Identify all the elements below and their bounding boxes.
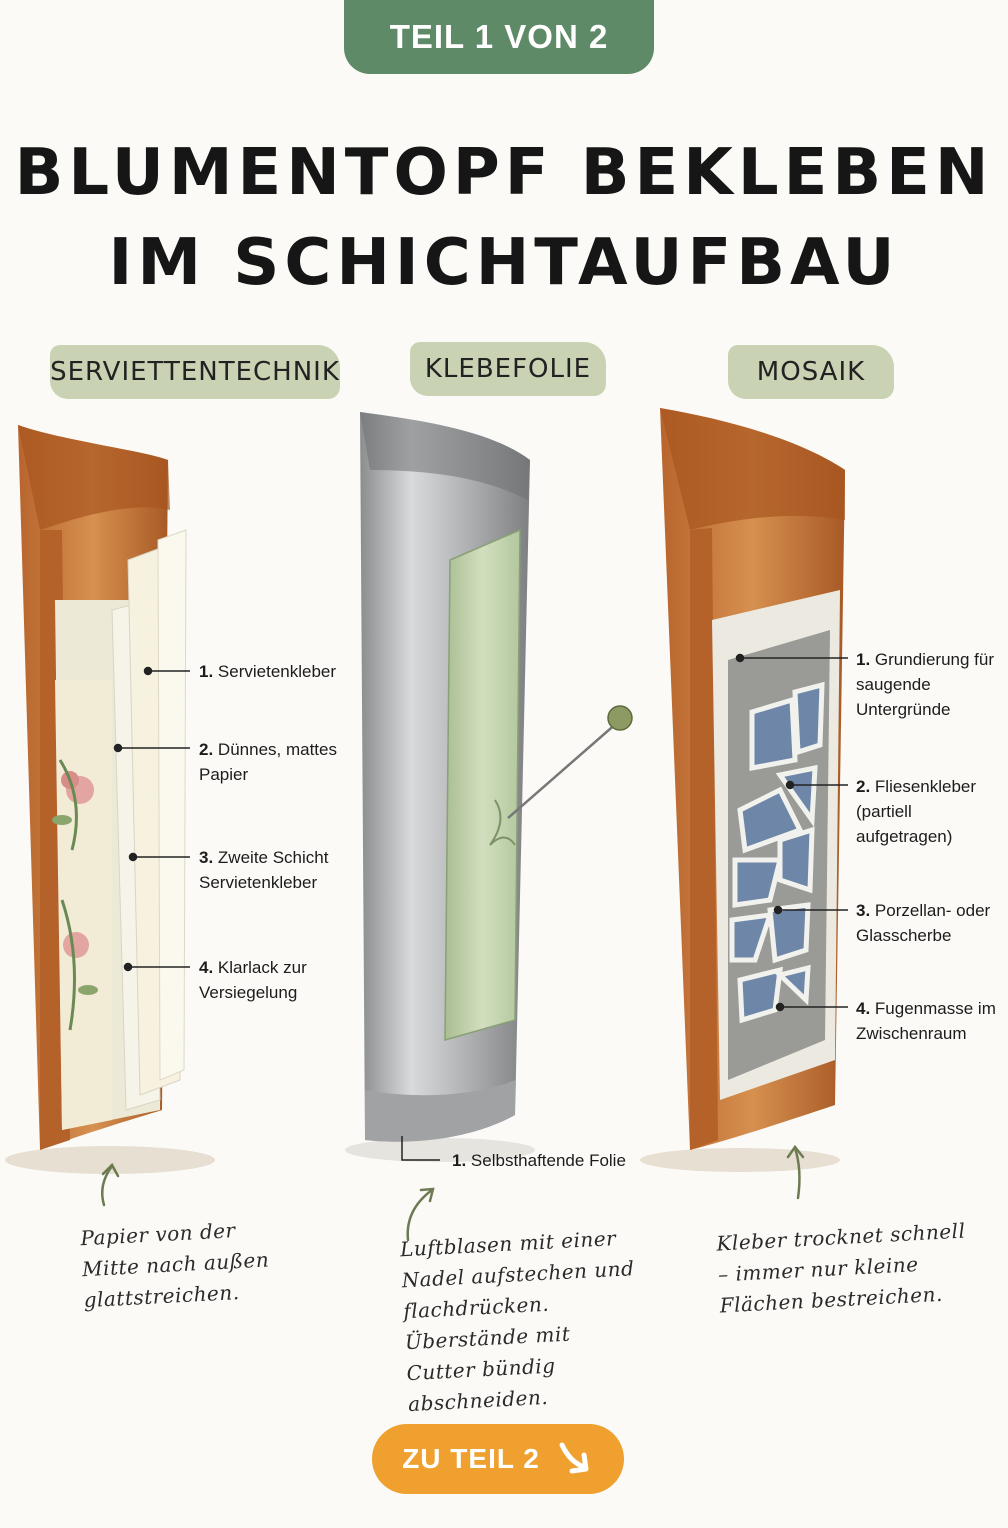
flower-pattern [52,759,98,1031]
arrow-down-right-icon [559,1442,589,1474]
napkin-annotation-3: 3. Zweite Schicht Servietenkleber [199,848,329,892]
section-label-serviettentechnik: SERVIETTENTECHNIK [50,345,340,399]
napkin-pot-illustration [5,425,215,1174]
tip-arrows [101,1144,805,1242]
foil-leader-line [401,1136,440,1161]
foil-can-illustration [345,412,633,1162]
mosaic-annotation-1: 1. Grundierung für saugende Untergründe [856,650,994,719]
section-label-mosaik: MOSAIK [728,345,894,399]
napkin-leader-lines [113,666,190,972]
title-line-1: BLUMENTOPF BEKLEBEN [14,136,994,210]
foil-tip-note: Luftblasen mit einer Nadel aufstechen un… [399,1226,635,1417]
mosaic-leader-lines [735,653,848,1012]
mosaic-tip-note: Kleber trocknet schnell – immer nur klei… [715,1218,966,1318]
mosaic-annotation-3: 3. Porzellan- oder Glasscherbe [856,901,991,945]
next-part-label: ZU TEIL 2 [402,1443,540,1474]
napkin-annotation-1: 1. Servietenkleber [199,662,337,681]
mosaic-annotation-2: 2. Fliesenkleber (partiell aufgetragen) [856,777,977,846]
part-badge: TEIL 1 VON 2 [344,0,654,74]
section-label-klebefolie: KLEBEFOLIE [410,342,606,396]
foil-annotation-1: 1. Selbsthaftende Folie [452,1151,626,1170]
page-title: BLUMENTOPF BEKLEBEN IM SCHICHTAUFBAU [0,128,1008,308]
mosaic-annotation-4: 4. Fugenmasse im Zwischenraum [856,999,996,1043]
napkin-annotation-2: 2. Dünnes, mattes Papier [199,740,337,784]
next-part-button[interactable]: ZU TEIL 2 [372,1424,624,1494]
napkin-annotation-4: 4. Klarlack zur Versiegelung [199,958,307,1002]
title-line-2: IM SCHICHTAUFBAU [108,226,900,300]
mosaic-pot-illustration [640,408,845,1172]
mosaic-tiles [729,681,825,1024]
napkin-tip-note: Papier von der Mitte nach außen glattstr… [79,1218,270,1313]
